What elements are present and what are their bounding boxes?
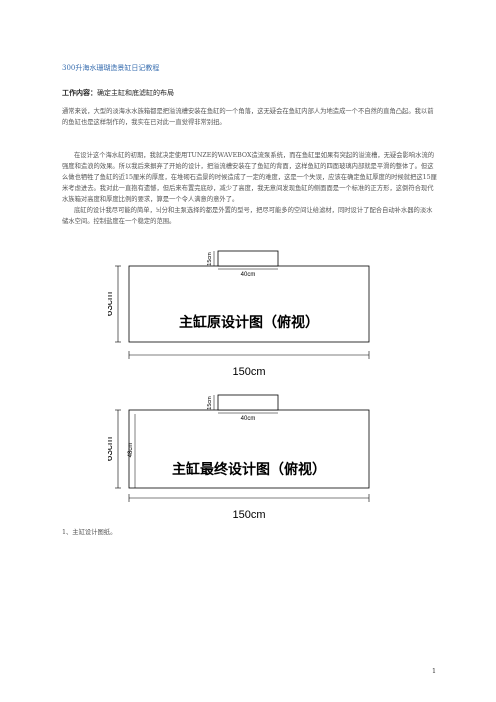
overflow-depth-label: 15cm: [207, 252, 213, 266]
figure-original-design: 63cm 15cm 40cm 主缸原设计图（俯视） 150cm: [108, 245, 378, 383]
paragraph-1: 通常来说，大型的淡海水水族箱都是把溢流槽安装在鱼缸的一个角落，这无疑会在鱼缸内部…: [62, 108, 434, 126]
figure-1-drawing: 63cm 15cm 40cm 主缸原设计图（俯视） 150cm: [108, 250, 370, 378]
overflow-box: [217, 394, 279, 411]
paragraph-2: 在设计这个海水缸的初期，我就决定使用TUNZE的WAVEBOX造流泵系统，而在鱼…: [62, 152, 437, 203]
figure-caption: 1、主缸设计图纸。: [62, 529, 117, 536]
document-title: 300升海水珊瑚造景缸日记教程: [62, 64, 160, 72]
paragraph-3: 底缸的设计我尽可能的简单，뇌分和主泵选择的都是外置的型号，把尽可能多的空间让给滤…: [62, 207, 433, 225]
overflow-width-label: 40cm: [241, 416, 256, 422]
tank-outline: [128, 265, 370, 343]
inner-height-label: 48cm: [128, 443, 134, 458]
work-content-label: 工作内容：: [62, 88, 97, 97]
height-label: 63cm: [108, 437, 115, 461]
overflow-width-label: 40cm: [241, 272, 256, 278]
work-content-value: 确定主缸和底滤缸的布局: [97, 89, 174, 97]
work-content-line: 工作内容：确定主缸和底滤缸的布局: [62, 88, 174, 98]
page-number: 1: [432, 668, 437, 675]
figure-2-center-text: 主缸最终设计图（俯视）: [172, 461, 326, 478]
tank-outline: [128, 409, 370, 489]
width-label: 150cm: [232, 509, 265, 521]
height-label: 63cm: [108, 292, 115, 316]
figure-2-drawing: 63cm 48cm 15cm 40cm 主缸最终设计图（俯视） 150cm: [108, 394, 370, 521]
figure-final-design: 63cm 48cm 15cm 40cm 主缸最终设计图（俯视） 150cm: [108, 392, 378, 524]
overflow-box: [217, 250, 279, 267]
width-label: 150cm: [232, 366, 265, 378]
figure-1-center-text: 主缸原设计图（俯视）: [179, 314, 319, 331]
overflow-depth-label: 15cm: [207, 396, 213, 410]
